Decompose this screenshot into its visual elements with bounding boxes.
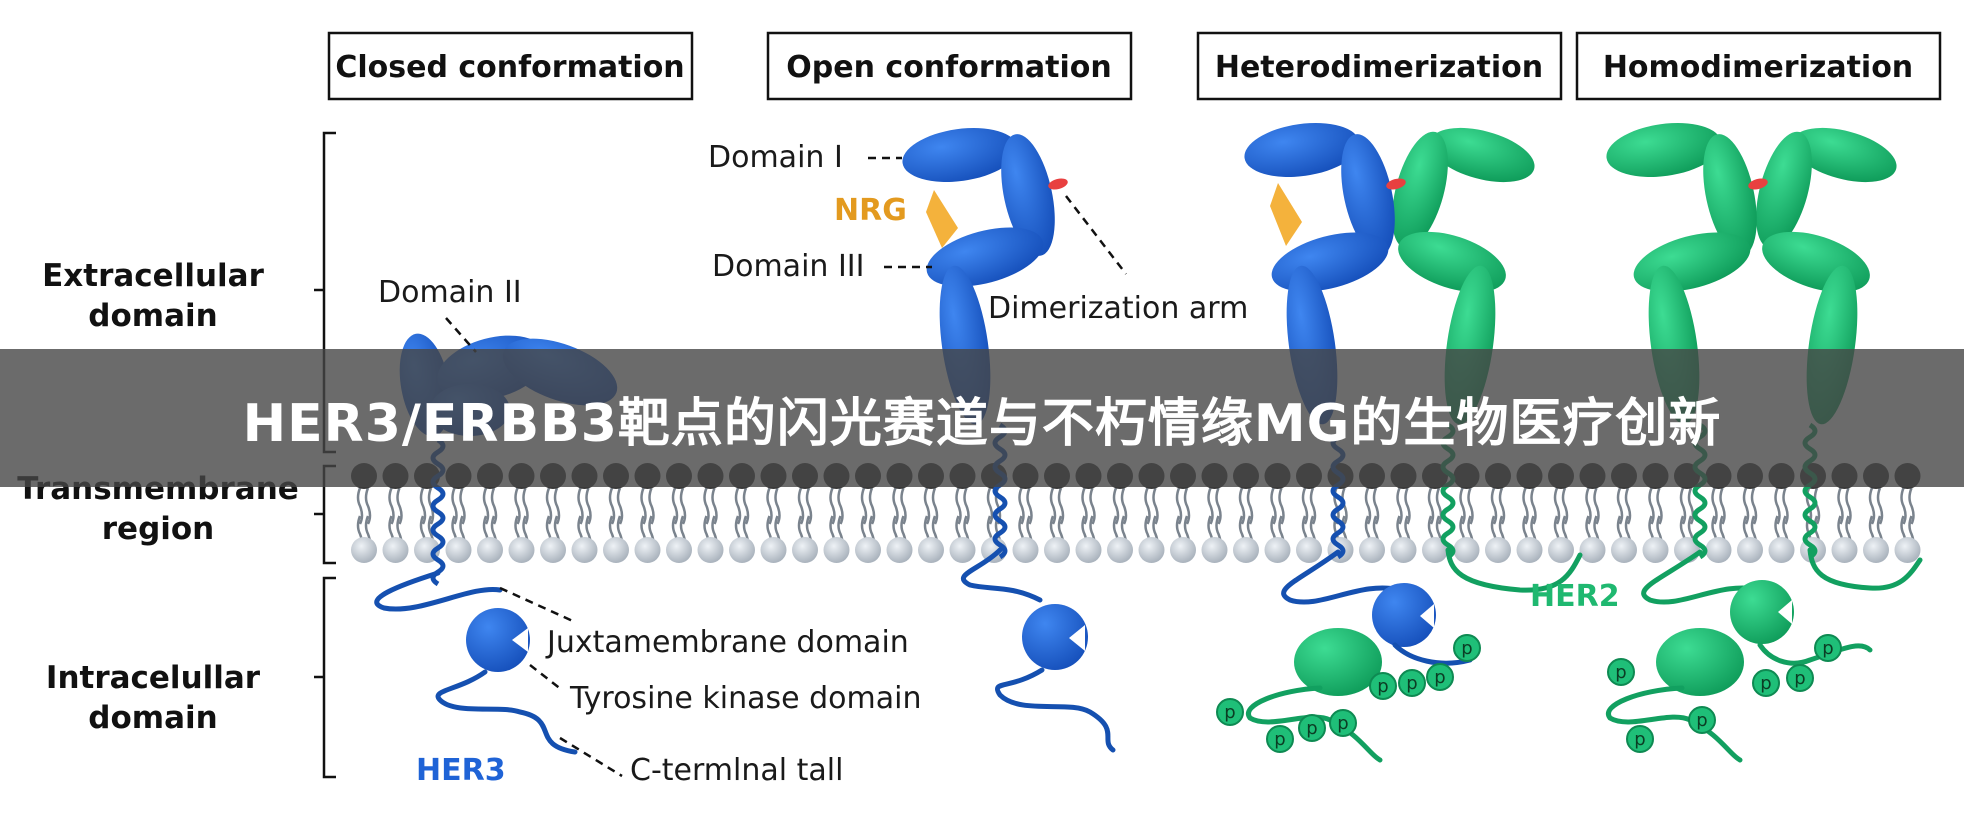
label-dimerization-arm: Dimerization arm [988, 291, 1248, 326]
phospho-site [1814, 634, 1842, 662]
region-intracellular-1: Intracelullar [46, 660, 261, 696]
nrg-ligand [926, 190, 958, 248]
phospho-label: p [1794, 668, 1805, 689]
phospho-label: p [1406, 673, 1417, 694]
phospho-site [1453, 634, 1481, 662]
phospho-label: p [1822, 638, 1833, 659]
phospho-label: p [1760, 673, 1771, 694]
phospho-label: p [1615, 662, 1626, 683]
banner-title: HER3/ERBB3靶点的闪光赛道与不朽情缘MG的生物医疗创新 [242, 393, 1722, 454]
phospho-label: p [1696, 710, 1707, 731]
phospho-label: p [1434, 667, 1445, 688]
phospho-label: p [1337, 713, 1348, 734]
header-homo-text: Homodimerization [1603, 50, 1913, 85]
header-homo: Homodimerization [1575, 31, 1942, 101]
her3-her2-heterodimer [1244, 123, 1583, 763]
header-closed: Closed conformation [327, 31, 694, 101]
region-transmembrane-2: region [102, 511, 215, 547]
title-banner: HER3/ERBB3靶点的闪光赛道与不朽情缘MG的生物医疗创新 [0, 349, 1964, 487]
phospho-site [1398, 669, 1426, 697]
header-open: Open conformation [766, 31, 1133, 101]
region-intracellular-2: domain [88, 700, 217, 736]
phospho-site [1786, 664, 1814, 692]
phospho-site [1688, 706, 1716, 734]
label-nrg: NRG [834, 193, 907, 228]
header-hetero: Heterodimerization [1196, 31, 1563, 101]
phospho-site [1329, 709, 1357, 737]
phospho-site [1426, 663, 1454, 691]
header-closed-text: Closed conformation [335, 50, 684, 85]
phospho-label: p [1634, 729, 1645, 750]
phospho-label: p [1274, 729, 1285, 750]
label-domain-i: Domain I [708, 140, 843, 175]
phospho-site [1626, 725, 1654, 753]
phospho-label: p [1377, 676, 1388, 697]
label-domain-iii: Domain III [712, 249, 865, 284]
label-juxtamembrane: Juxtamembrane domain [545, 625, 909, 660]
bracket-intracellular [322, 576, 336, 779]
phospho-site [1298, 714, 1326, 742]
header-open-text: Open conformation [786, 50, 1111, 85]
phospho-site [1266, 725, 1294, 753]
label-tyrosine-kinase: Tyrosine kinase domain [569, 681, 922, 716]
phospho-site [1216, 698, 1244, 726]
phospho-site [1752, 669, 1780, 697]
header-hetero-text: Heterodimerization [1215, 50, 1543, 85]
phospho-label: p [1461, 638, 1472, 659]
phospho-site [1369, 672, 1397, 700]
label-her2: HER2 [1530, 579, 1620, 614]
label-her3: HER3 [416, 753, 506, 788]
region-extracellular-2: domain [88, 298, 217, 334]
phospho-label: p [1306, 718, 1317, 739]
dimerization-arm-marker [1048, 178, 1068, 190]
region-extracellular-1: Extracellular [42, 258, 264, 294]
phospho-site [1607, 658, 1635, 686]
label-c-terminal: C-termlnal tall [630, 753, 843, 788]
label-domain-ii: Domain II [378, 275, 522, 310]
phospho-label: p [1224, 702, 1235, 723]
